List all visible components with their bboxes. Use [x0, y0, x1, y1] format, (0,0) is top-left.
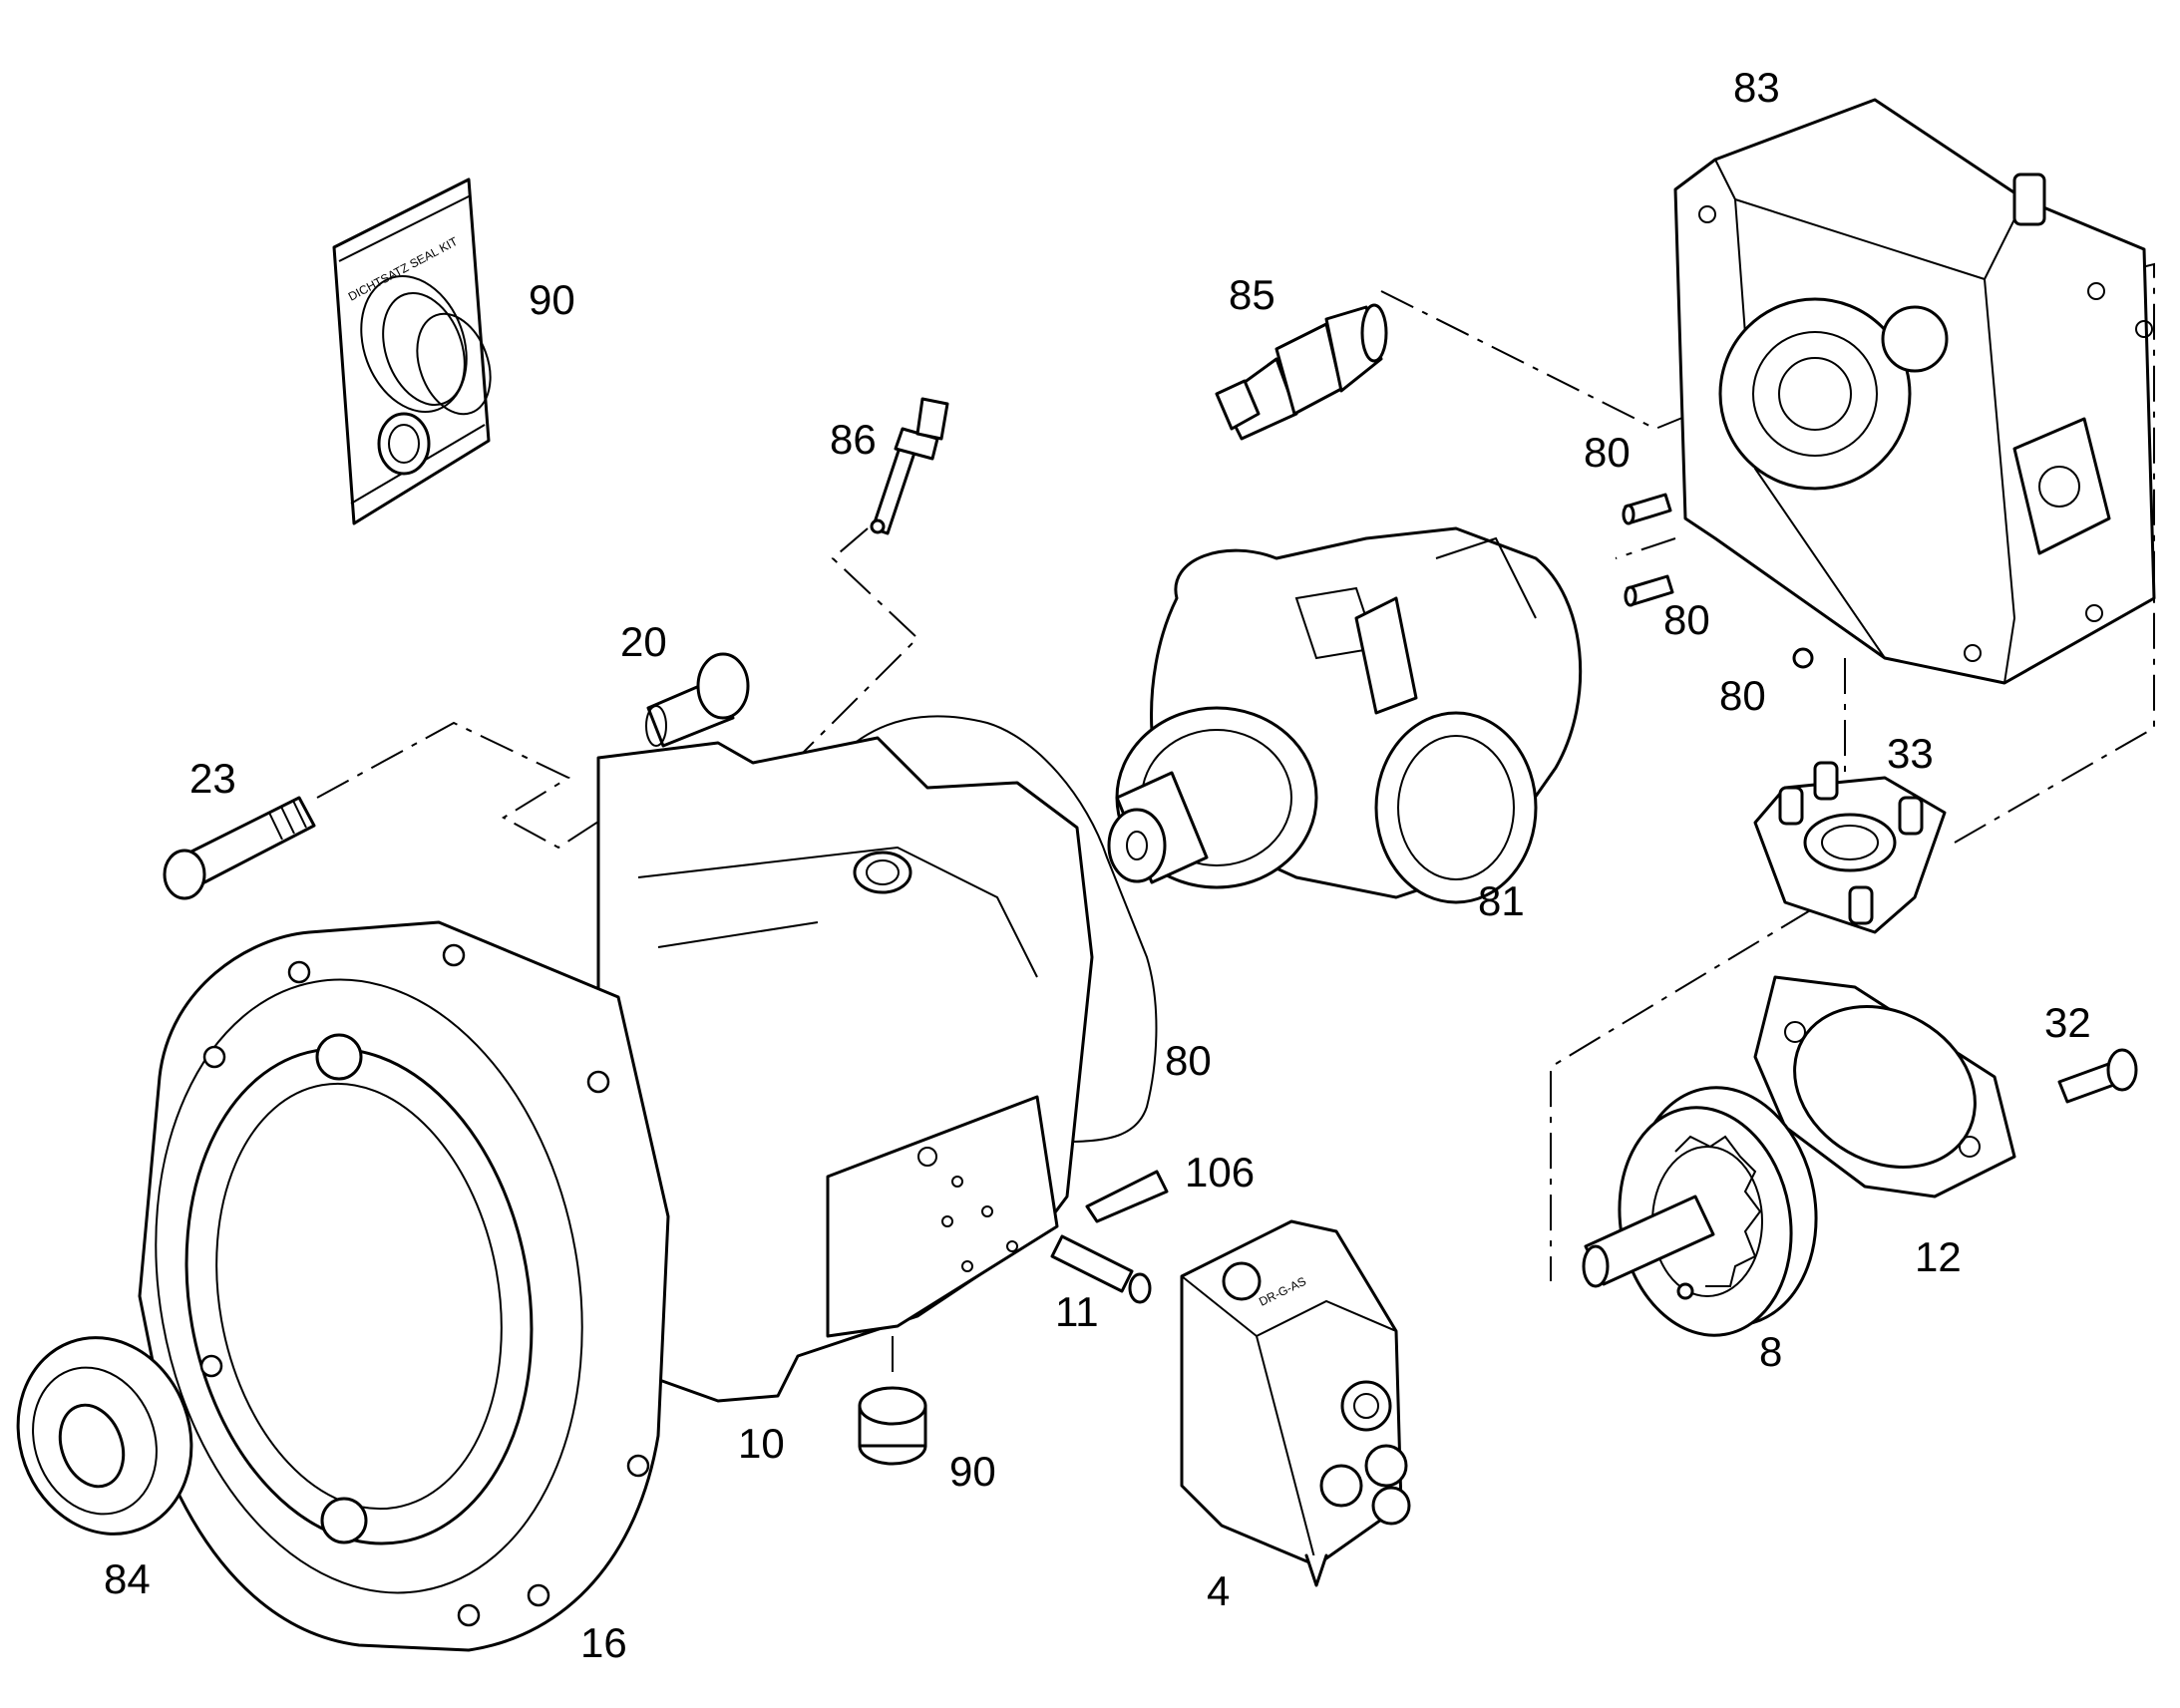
seal-kit-bag: DICHTSATZ SEAL KIT — [332, 177, 492, 525]
flange-16 — [138, 920, 670, 1652]
callout-83: 83 — [1733, 64, 1780, 111]
gear-pump-8 — [1582, 1086, 1818, 1337]
callout-20: 20 — [620, 618, 667, 665]
control-valve-4: DR-G-AS — [1180, 1219, 1411, 1587]
callout-16: 16 — [580, 1619, 627, 1666]
callout-4: 4 — [1207, 1567, 1230, 1614]
flange-adapter-33 — [1753, 761, 1947, 934]
gasket-plate-12 — [1753, 975, 2016, 1198]
callout-33: 33 — [1887, 730, 1934, 777]
callout-8: 8 — [1759, 1328, 1782, 1375]
nozzle-106 — [1085, 1170, 1169, 1223]
callout-80: 80 — [1584, 429, 1631, 476]
callout-80: 80 — [1663, 596, 1710, 643]
end-cover-83 — [1673, 98, 2156, 685]
shaft-seal-84 — [16, 1336, 193, 1536]
callout-106: 106 — [1185, 1149, 1255, 1196]
callout-90: 90 — [949, 1448, 996, 1495]
fitting-86 — [870, 397, 949, 535]
plug-90 — [858, 1386, 927, 1466]
callout-84: 84 — [104, 1555, 151, 1602]
valve-cartridge-85 — [1215, 303, 1388, 441]
callouts: 83 90 85 86 80 80 80 20 33 23 81 32 80 1… — [104, 64, 2091, 1666]
pump-housing-10 — [596, 736, 1094, 1403]
screw-20 — [645, 652, 750, 748]
callout-90: 90 — [529, 276, 575, 323]
bolt-32 — [2057, 1048, 2138, 1104]
dowel-pins-80 — [1622, 493, 1814, 669]
pin-11 — [1050, 1234, 1152, 1304]
callout-81: 81 — [1478, 877, 1525, 924]
callout-80: 80 — [1719, 672, 1766, 719]
callout-80: 80 — [1165, 1037, 1212, 1084]
callout-10: 10 — [738, 1420, 785, 1467]
rotary-group-81 — [1107, 526, 1583, 904]
callout-32: 32 — [2044, 999, 2091, 1046]
callout-11: 11 — [1055, 1288, 1099, 1335]
callout-85: 85 — [1229, 271, 1275, 318]
callout-23: 23 — [189, 755, 236, 802]
callout-86: 86 — [830, 416, 877, 463]
gasket-80 — [837, 715, 1158, 1148]
callout-12: 12 — [1915, 1233, 1962, 1280]
socket-screw-23 — [163, 796, 316, 900]
